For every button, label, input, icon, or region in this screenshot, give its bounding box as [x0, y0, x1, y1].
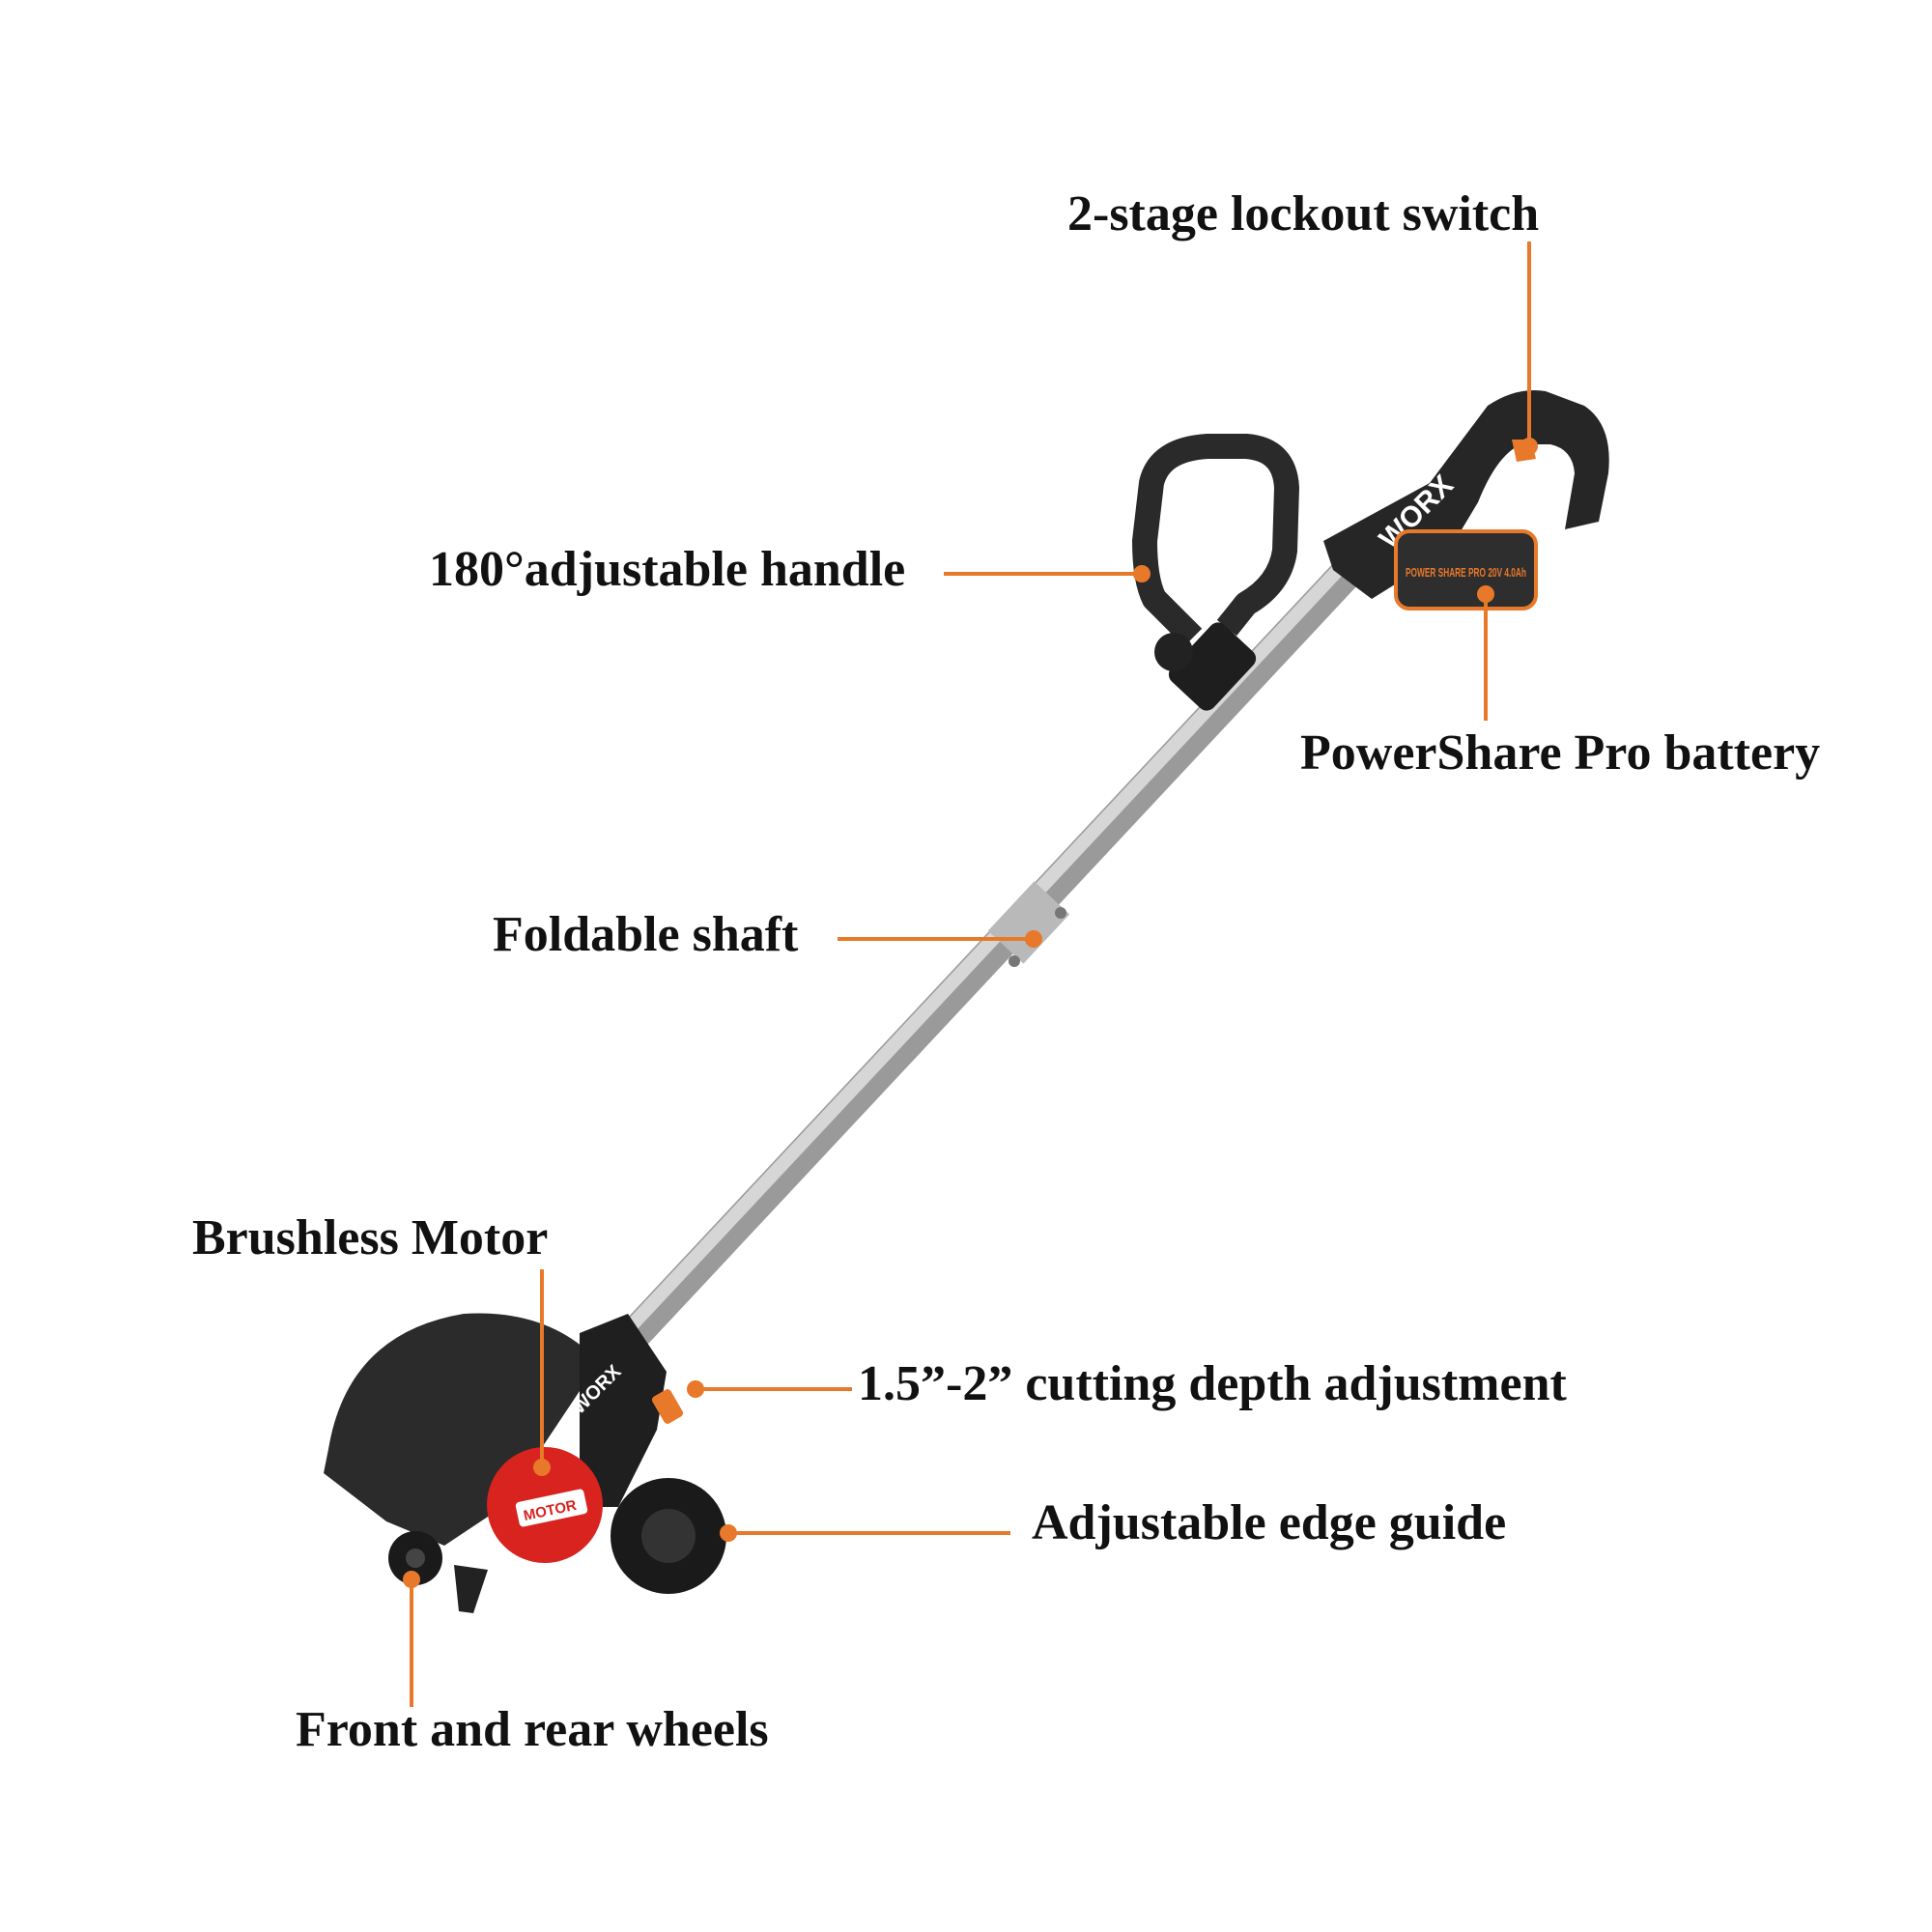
- fold-joint: [987, 881, 1070, 964]
- leader-lines: [403, 242, 1538, 1707]
- callout-wheels: Front and rear wheels: [296, 1702, 769, 1757]
- callout-edge-guide: Adjustable edge guide: [1032, 1495, 1507, 1550]
- callout-battery: PowerShare Pro battery: [1300, 725, 1821, 781]
- battery-marking: POWER SHARE PRO 20V 4.0Ah: [1406, 565, 1526, 580]
- rear-housing: WORX POWER SHARE PRO 20V 4.0Ah: [1323, 390, 1609, 611]
- callout-lockout-switch: 2-stage lockout switch: [1067, 186, 1540, 242]
- callout-adjustable-handle: 180°adjustable handle: [429, 542, 906, 597]
- callout-cutting-depth: 1.5”-2” cutting depth adjustment: [858, 1356, 1567, 1411]
- callout-brushless-motor: Brushless Motor: [192, 1210, 549, 1265]
- callout-foldable-shaft: Foldable shaft: [493, 907, 799, 962]
- battery: [1394, 529, 1538, 611]
- depth-lever: [651, 1389, 684, 1424]
- front-handle: [1132, 434, 1299, 711]
- edger-head: WORX MOTOR: [324, 1313, 726, 1613]
